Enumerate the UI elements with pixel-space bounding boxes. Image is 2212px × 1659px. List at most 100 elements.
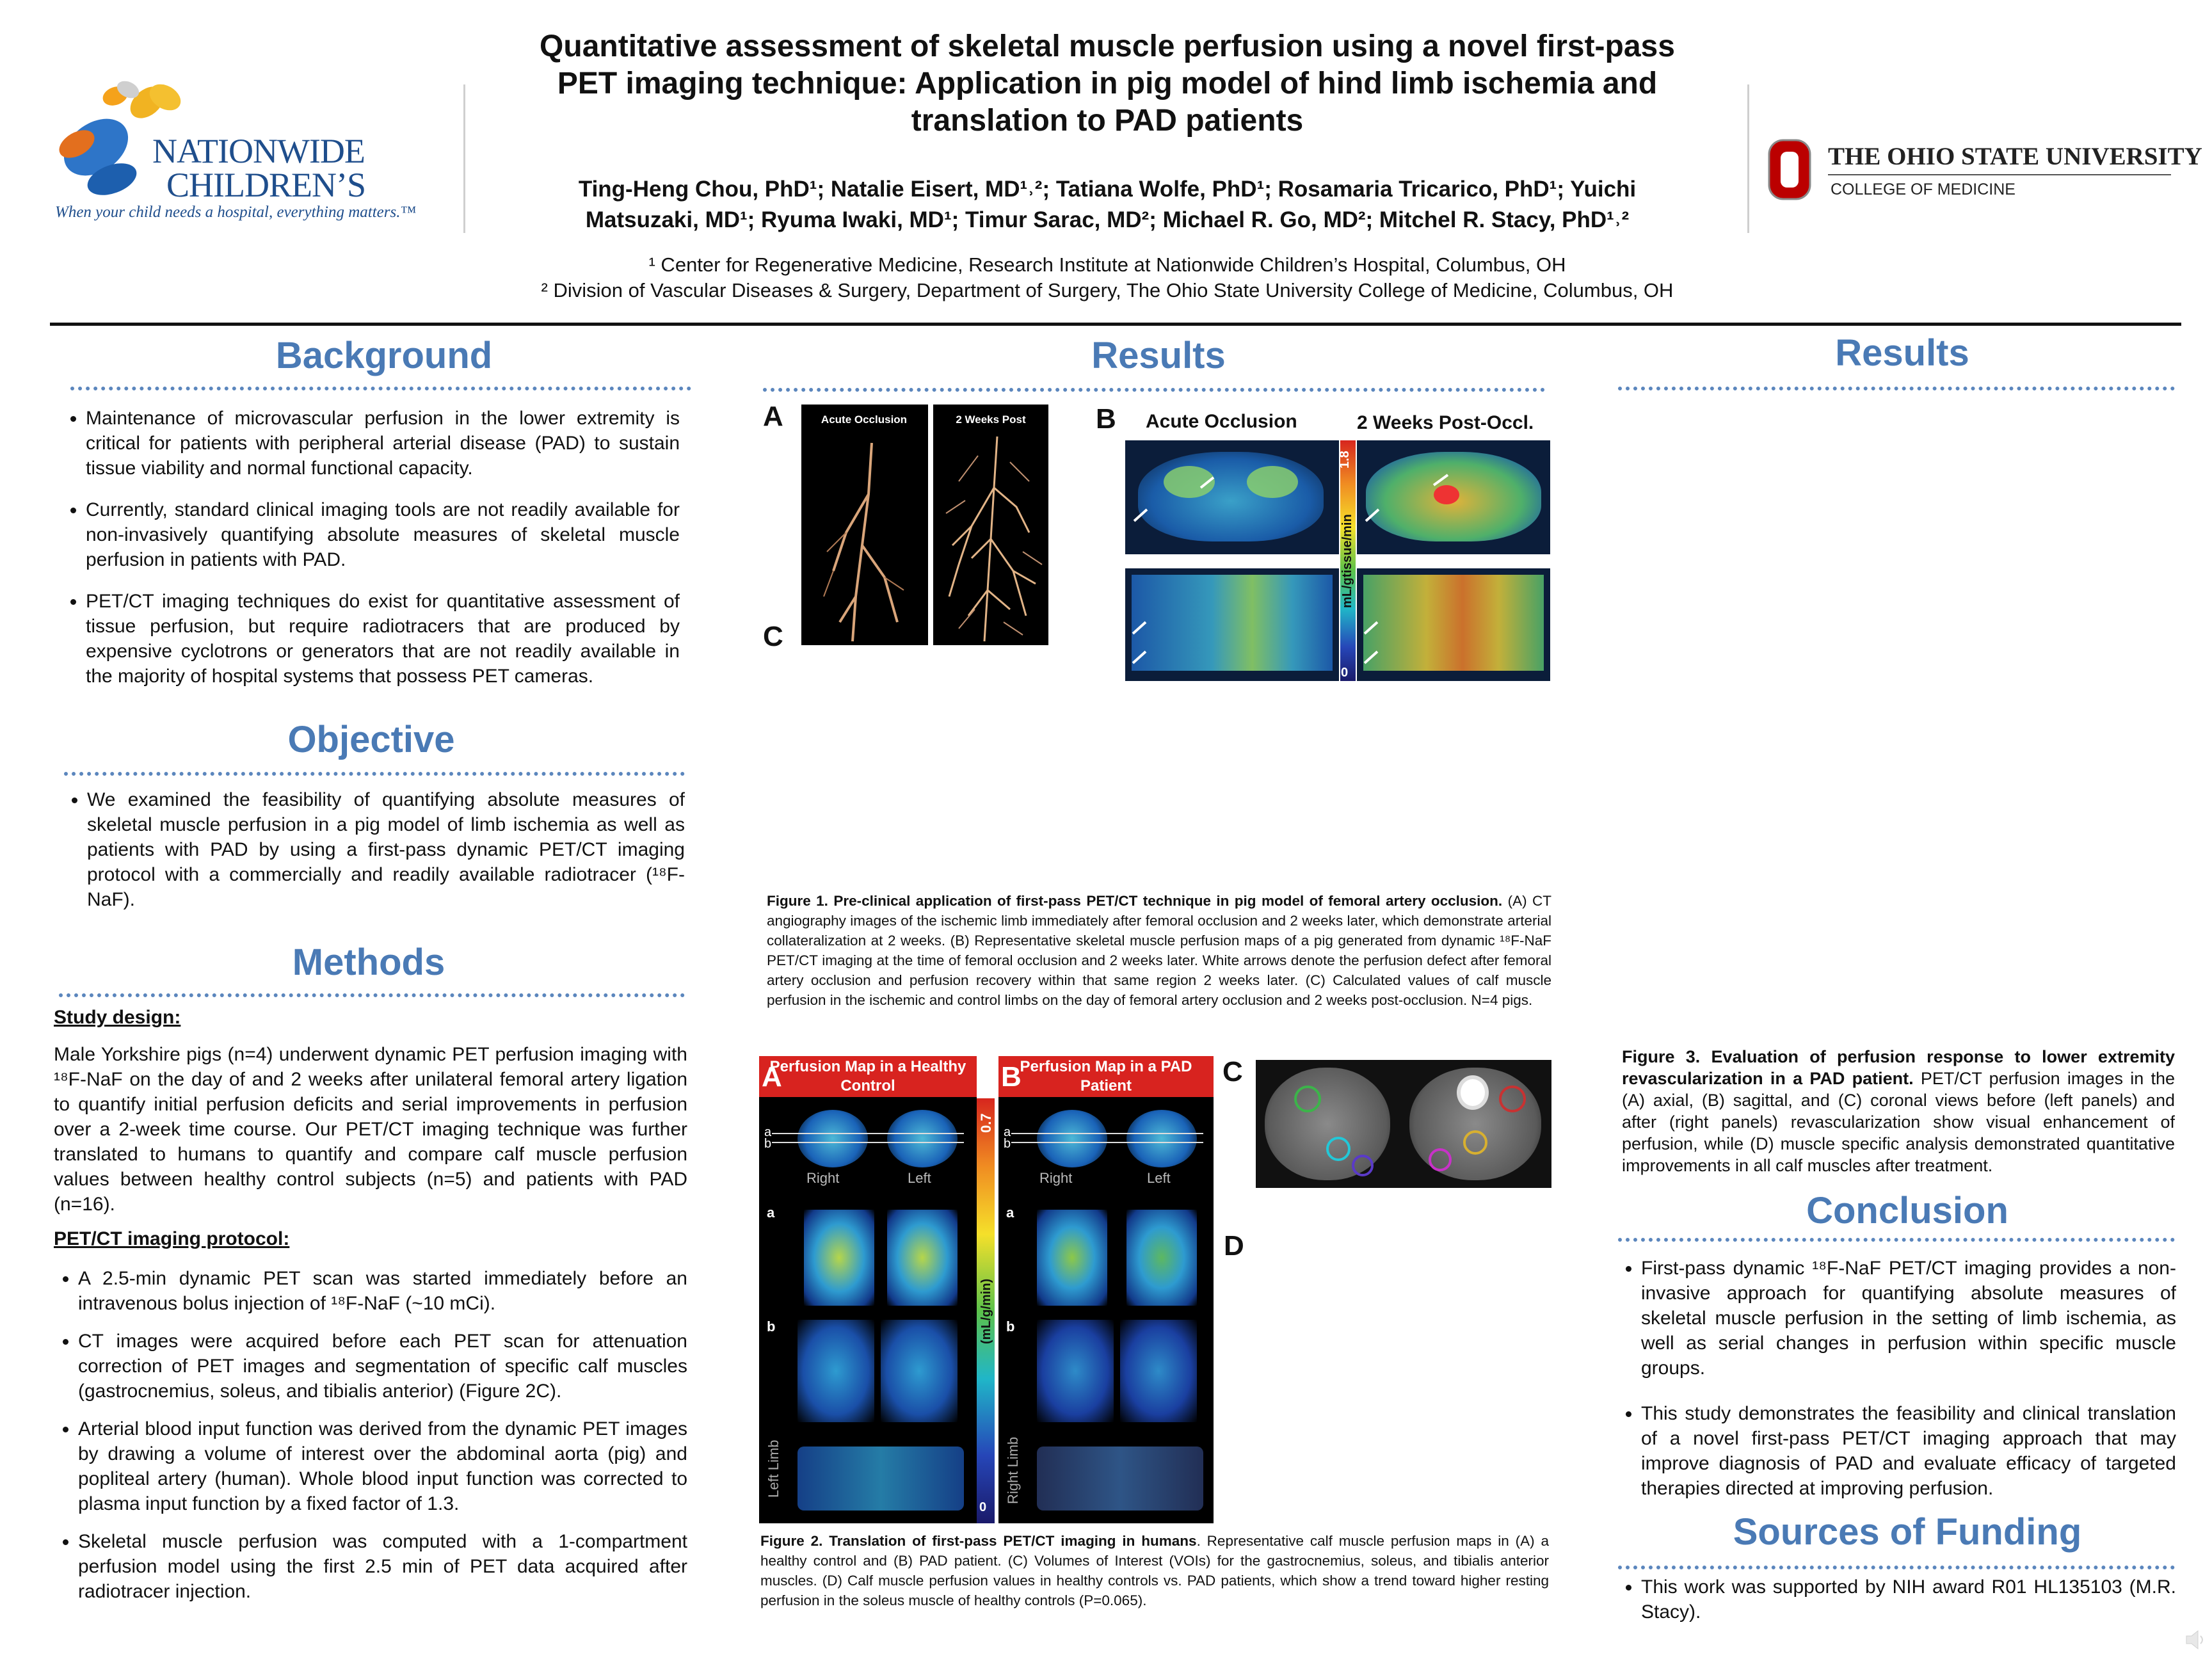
fig1b-perfusion-axial-acute: [1125, 440, 1339, 554]
fig2a-label: A: [762, 1061, 782, 1093]
study-design-heading: Study design:: [54, 1007, 181, 1028]
fig1b-left-title: Acute Occlusion: [1146, 411, 1297, 432]
fig2b-label: B: [1001, 1061, 1022, 1093]
fig2b-row-b-mark: b: [1004, 1137, 1011, 1151]
speaker-icon[interactable]: [2183, 1627, 2208, 1653]
study-design-label: Study design:: [54, 1005, 687, 1030]
methods-list: A 2.5-min dynamic PET scan was started i…: [51, 1266, 687, 1621]
fig1-colorbar-max: 1.8: [1338, 451, 1352, 469]
osu-name: THE OHIO STATE UNIVERSITY: [1828, 143, 2202, 170]
fig2b-right-label: Right: [1039, 1170, 1073, 1186]
objective-heading: Objective: [287, 719, 455, 760]
fig2-colorbar-max: 0.7: [978, 1113, 994, 1133]
fig1-colorbar-unit: mL/gtissue/min: [1340, 514, 1354, 608]
butterfly-icon: [59, 81, 181, 195]
fig2-caption-title: Figure 2. Translation of first-pass PET/…: [760, 1533, 1197, 1549]
fig2a-row-b: b: [767, 1318, 776, 1334]
background-heading: Background: [275, 335, 493, 376]
background-divider: [70, 387, 691, 390]
arrow-icon: [1132, 621, 1147, 635]
fig2-colorbar: [977, 1098, 995, 1523]
header-rule: [50, 323, 2181, 326]
objective-list: We examined the feasibility of quantifyi…: [59, 787, 685, 929]
fig2-caption-text: . Representative calf muscle perfusion m…: [760, 1533, 1550, 1608]
fig1a-angiogram-2wk: 2 Weeks Post: [933, 405, 1048, 645]
affiliations: ¹ Center for Regenerative Medicine, Rese…: [474, 252, 1741, 303]
fig1b-right-title: 2 Weeks Post-Occl.: [1357, 412, 1534, 433]
fig2a-title: Perfusion Map in a Healthy Control: [759, 1056, 977, 1097]
nch-name-line2: CHILDREN’S: [166, 166, 366, 204]
header-divider-left: [463, 84, 465, 233]
conclusion-list: First-pass dynamic ¹⁸F-NaF PET/CT imagin…: [1613, 1256, 2176, 1518]
methods-bullet: CT images were acquired before each PET …: [78, 1329, 687, 1404]
title-line-3: translation to PAD patients: [911, 104, 1304, 138]
protocol-label: PET/CT imaging protocol:: [54, 1226, 687, 1251]
methods-heading: Methods: [292, 942, 445, 983]
conclusion-heading: Conclusion: [1806, 1190, 2008, 1231]
fig1-caption-text: (A) CT angiography images of the ischemi…: [767, 893, 1551, 1008]
authors-line-2: Matsuzaki, MD¹; Ryuma Iwaki, MD¹; Timur …: [585, 207, 1630, 232]
title-line-2: PET imaging technique: Application in pi…: [557, 67, 1658, 100]
arrow-icon: [1132, 650, 1147, 664]
results-right-divider: [1618, 387, 2175, 390]
fig2-colorbar-min: 0: [979, 1500, 987, 1514]
affiliation-2: ² Division of Vascular Diseases & Surger…: [541, 279, 1674, 301]
fig2-label-d: D: [1224, 1230, 1244, 1262]
arrow-icon: [1133, 508, 1148, 522]
background-bullet: PET/CT imaging techniques do exist for q…: [86, 589, 680, 689]
fig2a-limb-label: Left Limb: [765, 1439, 781, 1498]
fig3-caption-title: Figure 3. Evaluation of perfusion respon…: [1622, 1047, 2175, 1088]
fig2a-panel: Perfusion Map in a Healthy Control A a b…: [759, 1056, 977, 1523]
fig1-label-a: A: [763, 401, 783, 432]
header-divider-right: [1747, 84, 1749, 233]
arrow-icon: [1432, 474, 1449, 486]
fig2b-panel: Perfusion Map in a PAD Patient B a b Rig…: [998, 1056, 1214, 1523]
fig1a-left-title: Acute Occlusion: [821, 413, 908, 426]
fig2b-row-a-mark: a: [1004, 1125, 1011, 1139]
results-mid-divider: [763, 388, 1545, 392]
background-bullet: Maintenance of microvascular perfusion i…: [86, 406, 680, 481]
fig1-label-b: B: [1096, 403, 1116, 435]
fig1-label-c: C: [763, 621, 783, 652]
fig1a-right-title: 2 Weeks Post: [956, 413, 1026, 426]
authors-line-1: Ting-Heng Chou, PhD¹; Natalie Eisert, MD…: [578, 177, 1637, 202]
funding-heading: Sources of Funding: [1733, 1511, 2082, 1553]
vessel-tree-collateral-image: [945, 436, 1043, 642]
background-bullet: Currently, standard clinical imaging too…: [86, 497, 680, 572]
conclusion-divider: [1618, 1238, 2175, 1242]
methods-divider: [59, 993, 685, 997]
fig3-caption: Figure 3. Evaluation of perfusion respon…: [1622, 1046, 2175, 1176]
fig2b-left-label: Left: [1147, 1170, 1171, 1186]
fig1b-arrows: [1132, 474, 1449, 664]
fig2-colorbar-unit: (mL/g/min): [979, 1278, 993, 1344]
affiliation-1: ¹ Center for Regenerative Medicine, Rese…: [648, 253, 1566, 276]
fig2a-left-label: Left: [908, 1170, 931, 1186]
methods-bullet: Skeletal muscle perfusion was computed w…: [78, 1529, 687, 1604]
nch-tagline: When your child needs a hospital, everyt…: [55, 204, 416, 221]
poster-title: Quantitative assessment of skeletal musc…: [474, 28, 1741, 140]
fig1-caption-title: Figure 1. Pre-clinical application of fi…: [767, 893, 1503, 909]
conclusion-bullet: First-pass dynamic ¹⁸F-NaF PET/CT imagin…: [1641, 1256, 2176, 1381]
fig1-colorbar: [1340, 440, 1356, 681]
fig2-caption: Figure 2. Translation of first-pass PET/…: [760, 1531, 1549, 1610]
fig2b-row-a: a: [1006, 1205, 1014, 1221]
fig2a-row-a-mark: a: [764, 1125, 772, 1139]
block-o-icon: [1768, 139, 1811, 200]
arrow-icon: [1363, 650, 1379, 664]
fig1a-angiogram-acute: Acute Occlusion: [801, 405, 928, 645]
fig2a-right-label: Right: [806, 1170, 840, 1186]
fig1-colorbar-min: 0: [1341, 666, 1349, 680]
nch-logo: NATIONWIDE CHILDREN’S When your child ne…: [51, 70, 416, 230]
fig1b-perfusion-coronal-acute: [1125, 568, 1339, 681]
author-list: Ting-Heng Chou, PhD¹; Natalie Eisert, MD…: [474, 174, 1741, 236]
osu-college: COLLEGE OF MEDICINE: [1831, 180, 2016, 198]
fig2-label-c: C: [1222, 1056, 1243, 1087]
osu-logo: THE OHIO STATE UNIVERSITY COLLEGE OF MED…: [1767, 134, 2202, 205]
vessel-tree-image: [823, 442, 904, 642]
osu-rule: [1828, 174, 2171, 175]
fig2c-ct-voi: [1256, 1060, 1551, 1188]
fig3-caption-text: PET/CT perfusion images in the (A) axial…: [1622, 1069, 2176, 1175]
fig2b-title: Perfusion Map in a PAD Patient: [998, 1056, 1214, 1097]
title-line-1: Quantitative assessment of skeletal musc…: [540, 29, 1675, 63]
protocol-heading: PET/CT imaging protocol:: [54, 1228, 290, 1249]
